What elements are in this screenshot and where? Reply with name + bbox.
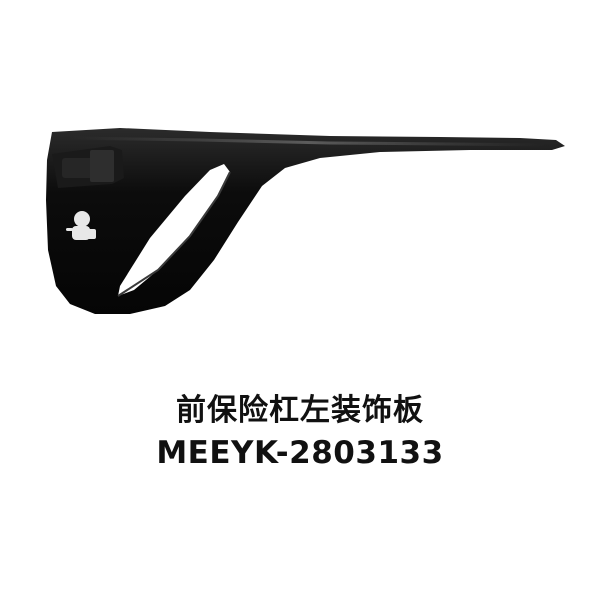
mascot-logo-icon [66, 211, 96, 240]
panel-opening [118, 164, 230, 296]
product-name: 前保险杠左装饰板 [176, 393, 424, 428]
panel-body [46, 128, 565, 314]
product-code: MEEYK-2803133 [156, 435, 444, 471]
bumper-trim-panel-image [46, 128, 565, 314]
